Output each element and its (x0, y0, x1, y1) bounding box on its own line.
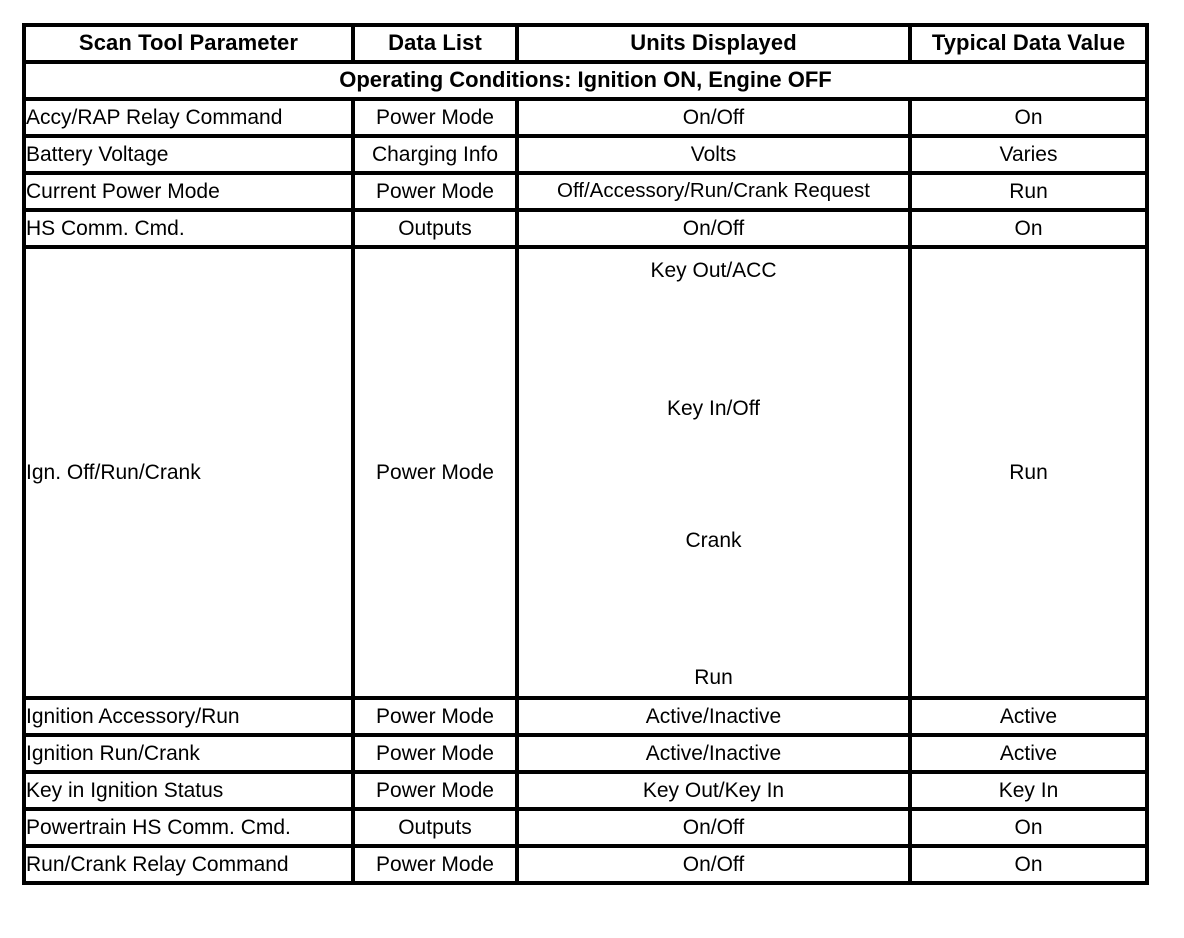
cell-units: Active/Inactive (515, 733, 912, 774)
scan-tool-parameter-table-container: Scan Tool Parameter Data List Units Disp… (22, 23, 1149, 885)
table-header: Scan Tool Parameter Data List Units Disp… (22, 23, 1149, 64)
cell-data-list: Outputs (351, 807, 519, 848)
cell-data-list: Power Mode (351, 733, 519, 774)
cell-units-stacked: Key Out/ACC Key In/Off Crank Run (515, 245, 912, 700)
table-row: Accy/RAP Relay Command Power Mode On/Off… (22, 97, 1149, 138)
cell-units: On/Off (515, 208, 912, 249)
cell-parameter: Powertrain HS Comm. Cmd. (22, 807, 355, 848)
column-header-units-displayed: Units Displayed (515, 23, 912, 64)
cell-data-list: Outputs (351, 208, 519, 249)
table-row: Ignition Accessory/Run Power Mode Active… (22, 696, 1149, 737)
cell-data-list: Charging Info (351, 134, 519, 175)
cell-units: On/Off (515, 807, 912, 848)
operating-conditions-banner-row: Operating Conditions: Ignition ON, Engin… (22, 60, 1149, 101)
cell-data-list: Power Mode (351, 245, 519, 700)
cell-typical-value: Active (908, 696, 1149, 737)
scan-tool-parameter-table: Scan Tool Parameter Data List Units Disp… (22, 23, 1149, 885)
cell-typical-value: Active (908, 733, 1149, 774)
cell-parameter: Ign. Off/Run/Crank (22, 245, 355, 700)
cell-typical-value: On (908, 807, 1149, 848)
cell-parameter: Key in Ignition Status (22, 770, 355, 811)
cell-units: Volts (515, 134, 912, 175)
cell-units: Active/Inactive (515, 696, 912, 737)
cell-typical-value: On (908, 844, 1149, 885)
table-header-row: Scan Tool Parameter Data List Units Disp… (22, 23, 1149, 64)
operating-conditions-banner: Operating Conditions: Ignition ON, Engin… (22, 60, 1149, 101)
cell-typical-value: On (908, 97, 1149, 138)
cell-typical-value: Run (908, 171, 1149, 212)
cell-parameter: Run/Crank Relay Command (22, 844, 355, 885)
cell-typical-value: Run (908, 245, 1149, 700)
cell-units-option: Run (694, 666, 733, 689)
cell-units-option: Key Out/ACC (650, 259, 777, 282)
column-header-typical-data-value: Typical Data Value (908, 23, 1149, 64)
cell-units: On/Off (515, 844, 912, 885)
column-header-scan-tool-parameter: Scan Tool Parameter (22, 23, 355, 64)
table-row: Run/Crank Relay Command Power Mode On/Of… (22, 844, 1149, 885)
cell-units: On/Off (515, 97, 912, 138)
cell-units-option: Crank (685, 529, 742, 552)
cell-parameter: HS Comm. Cmd. (22, 208, 355, 249)
cell-parameter: Battery Voltage (22, 134, 355, 175)
cell-units-option: Key In/Off (667, 397, 760, 420)
cell-data-list: Power Mode (351, 696, 519, 737)
table-row-ignition-off-run-crank: Ign. Off/Run/Crank Power Mode Key Out/AC… (22, 245, 1149, 700)
table-row: Powertrain HS Comm. Cmd. Outputs On/Off … (22, 807, 1149, 848)
cell-parameter: Accy/RAP Relay Command (22, 97, 355, 138)
cell-data-list: Power Mode (351, 97, 519, 138)
column-header-data-list: Data List (351, 23, 519, 64)
cell-data-list: Power Mode (351, 844, 519, 885)
table-row: Current Power Mode Power Mode Off/Access… (22, 171, 1149, 212)
cell-typical-value: Varies (908, 134, 1149, 175)
table-body: Operating Conditions: Ignition ON, Engin… (22, 60, 1149, 885)
cell-data-list: Power Mode (351, 770, 519, 811)
cell-typical-value: Key In (908, 770, 1149, 811)
table-row: Key in Ignition Status Power Mode Key Ou… (22, 770, 1149, 811)
cell-data-list: Power Mode (351, 171, 519, 212)
table-row: Ignition Run/Crank Power Mode Active/Ina… (22, 733, 1149, 774)
units-stack-inner: Key Out/ACC Key In/Off Crank Run (519, 253, 908, 692)
cell-typical-value: On (908, 208, 1149, 249)
table-row: Battery Voltage Charging Info Volts Vari… (22, 134, 1149, 175)
cell-parameter: Ignition Run/Crank (22, 733, 355, 774)
cell-units: Key Out/Key In (515, 770, 912, 811)
cell-parameter: Current Power Mode (22, 171, 355, 212)
cell-parameter: Ignition Accessory/Run (22, 696, 355, 737)
table-row: HS Comm. Cmd. Outputs On/Off On (22, 208, 1149, 249)
cell-units: Off/Accessory/Run/Crank Request (515, 171, 912, 212)
